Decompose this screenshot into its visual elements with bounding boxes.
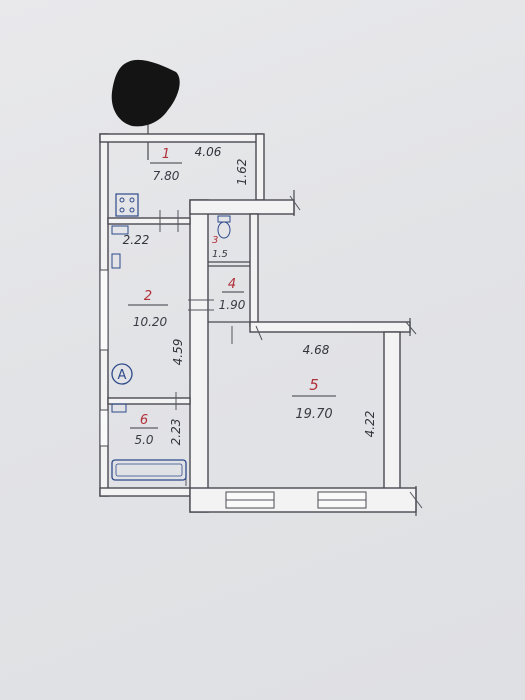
ink-blot — [111, 59, 180, 160]
room-1-width-dim: 4.06 — [195, 145, 222, 159]
room-5-width-dim: 4.68 — [303, 343, 330, 357]
room-2-number: 2 — [144, 289, 152, 304]
room-5-area: 19.70 — [295, 407, 332, 422]
room-2-area: 10.20 — [133, 315, 168, 329]
bathtub-icon — [111, 459, 187, 481]
windows — [99, 269, 367, 509]
room-4: 4 1.90 — [219, 277, 246, 312]
room-1: 1 7.80 4.06 1.62 — [150, 145, 249, 185]
gas-meter-icon: A — [111, 363, 133, 385]
room-1-area: 7.80 — [153, 169, 180, 183]
room-4-area: 1.90 — [219, 298, 246, 312]
room-5: 4.68 5 19.70 4.22 — [292, 343, 377, 437]
room-3: 3 1.5 — [212, 235, 228, 260]
room-2: 2 10.20 4.59 — [128, 289, 185, 365]
room-1-depth-dim: 1.62 — [235, 159, 249, 186]
radiator-icon — [111, 253, 127, 413]
room-4-number: 4 — [228, 277, 236, 292]
room-6-number: 6 — [140, 413, 148, 428]
room-5-number: 5 — [309, 376, 319, 394]
wall-break-marks — [289, 190, 423, 516]
room-5-length-dim: 4.22 — [363, 411, 377, 438]
stove-icon — [115, 193, 139, 217]
room-6-area: 5.0 — [134, 433, 153, 447]
partitions — [107, 210, 263, 486]
room-2-width-dim: 2.22 — [123, 233, 150, 247]
room-6-length-dim: 2.23 — [169, 419, 183, 446]
toilet-icon — [217, 215, 231, 239]
room-6: 6 5.0 2.23 — [130, 413, 183, 447]
room-1-number: 1 — [162, 147, 170, 162]
room-3-area: 1.5 — [212, 249, 228, 260]
gas-meter-label: A — [118, 368, 127, 383]
room-3-number: 3 — [212, 235, 218, 246]
room-2-length-dim: 4.59 — [171, 339, 185, 366]
sink-icon — [111, 225, 129, 235]
